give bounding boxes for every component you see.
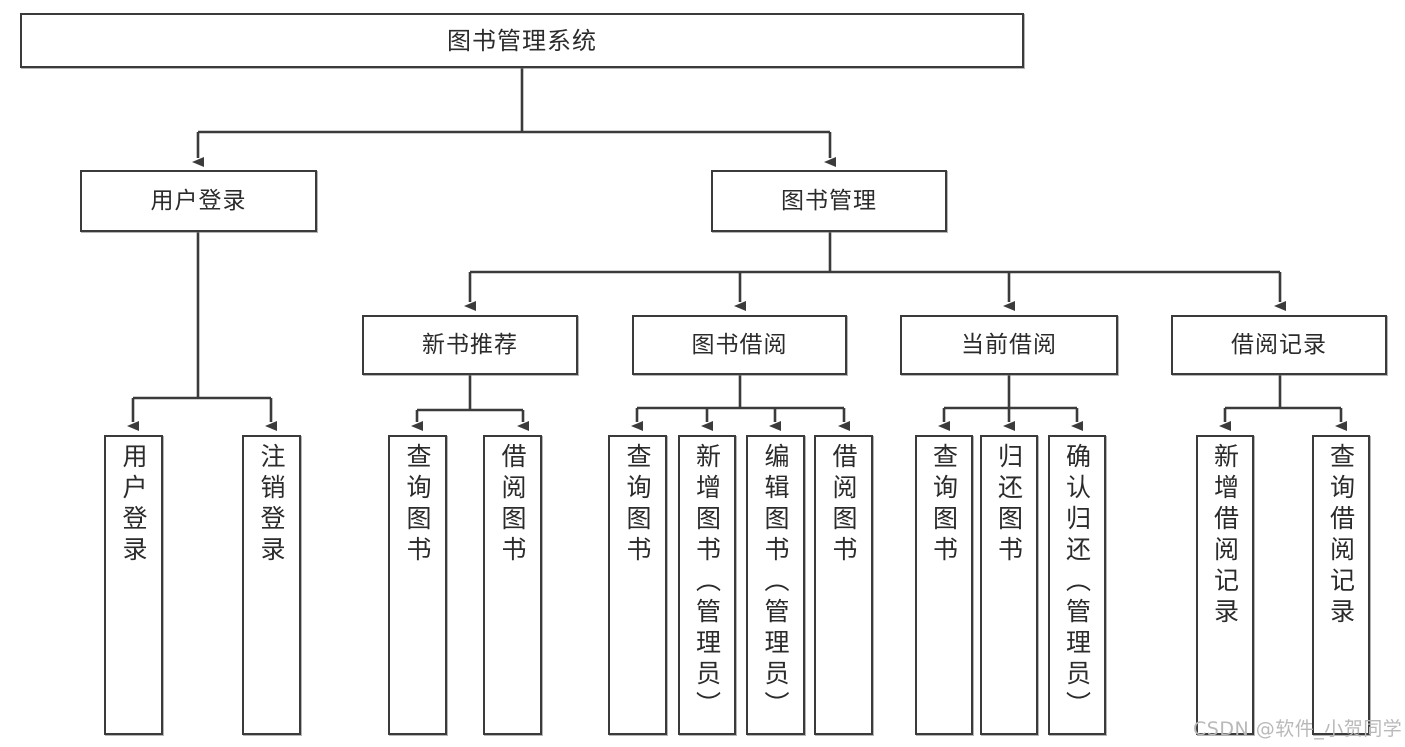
csdn-watermark: CSDN @软件_小贺同学 — [1193, 718, 1403, 740]
leaf-borrow-add-book-admin[interactable]: 新增图书（管理员） — [678, 435, 736, 735]
node-label: 确认归还（管理员） — [1062, 443, 1092, 722]
node-label: 注销登录 — [257, 443, 286, 567]
node-label: 图书管理 — [781, 187, 877, 214]
leaf-current-query-book[interactable]: 查询图书 — [915, 435, 973, 735]
node-root-system[interactable]: 图书管理系统 — [20, 13, 1024, 68]
leaf-record-query[interactable]: 查询借阅记录 — [1312, 435, 1370, 735]
leaf-recommend-borrow-book[interactable]: 借阅图书 — [483, 435, 542, 735]
leaf-borrow-edit-book-admin[interactable]: 编辑图书（管理员） — [746, 435, 805, 735]
node-user-login[interactable]: 用户登录 — [80, 170, 317, 232]
leaf-record-add[interactable]: 新增借阅记录 — [1196, 435, 1254, 735]
node-label: 新书推荐 — [422, 331, 518, 358]
node-label: 新增图书（管理员） — [692, 443, 722, 722]
leaf-user-login[interactable]: 用户登录 — [104, 435, 163, 735]
node-label: 图书管理系统 — [447, 26, 597, 55]
leaf-user-logout[interactable]: 注销登录 — [242, 435, 301, 735]
leaf-current-confirm-return-admin[interactable]: 确认归还（管理员） — [1048, 435, 1106, 735]
node-label: 借阅图书 — [498, 443, 527, 567]
node-label: 查询借阅记录 — [1326, 443, 1356, 629]
node-label: 用户登录 — [150, 187, 247, 214]
node-label: 借阅图书 — [829, 443, 858, 567]
node-label: 新增借阅记录 — [1210, 443, 1240, 629]
leaf-borrow-borrow-book[interactable]: 借阅图书 — [814, 435, 873, 735]
node-current-borrow[interactable]: 当前借阅 — [900, 315, 1118, 375]
node-book-borrow[interactable]: 图书借阅 — [632, 315, 847, 375]
node-label: 查询图书 — [623, 443, 652, 567]
node-label: 当前借阅 — [961, 331, 1057, 358]
node-label: 查询图书 — [929, 443, 959, 567]
node-borrow-record[interactable]: 借阅记录 — [1171, 315, 1387, 375]
node-label: 编辑图书（管理员） — [761, 443, 790, 722]
leaf-recommend-query-book[interactable]: 查询图书 — [388, 435, 447, 735]
node-label: 借阅记录 — [1231, 331, 1327, 358]
node-new-book-recommend[interactable]: 新书推荐 — [362, 315, 578, 375]
node-label: 用户登录 — [119, 443, 148, 567]
node-label: 查询图书 — [403, 443, 432, 567]
node-label: 归还图书 — [994, 443, 1024, 567]
node-label: 图书借阅 — [691, 331, 788, 358]
node-book-management[interactable]: 图书管理 — [711, 170, 947, 232]
leaf-current-return-book[interactable]: 归还图书 — [980, 435, 1038, 735]
leaf-borrow-query-book[interactable]: 查询图书 — [608, 435, 667, 735]
